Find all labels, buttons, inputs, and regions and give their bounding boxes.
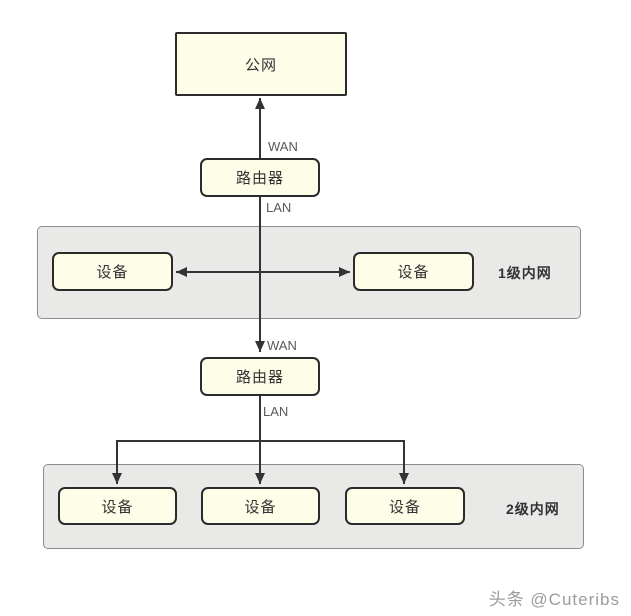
lan2-device-3-node: 设备 (345, 487, 465, 525)
lan2-band-label: 2级内网 (506, 501, 560, 517)
wan1-label: WAN (268, 139, 298, 154)
lan1-device-1-node: 设备 (52, 252, 173, 291)
lan2-device-2-node: 设备 (201, 487, 320, 525)
router-1-node: 路由器 (200, 158, 320, 197)
router-2-node: 路由器 (200, 357, 320, 396)
watermark: 头条 @Cuteribs (488, 590, 620, 609)
lan1-band-label: 1级内网 (498, 265, 552, 281)
public-network-node: 公网 (175, 32, 347, 96)
lan2-device-1-node: 设备 (58, 487, 177, 525)
wan2-label: WAN (267, 338, 297, 353)
lan1-device-2-node: 设备 (353, 252, 474, 291)
lan2-label: LAN (263, 404, 289, 419)
lan1-label: LAN (266, 200, 292, 215)
